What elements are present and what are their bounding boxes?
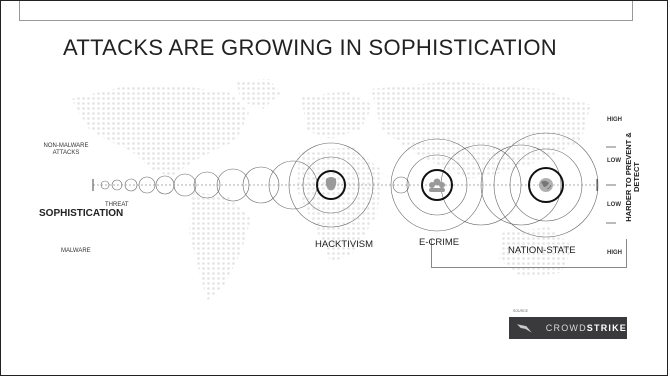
growth-circle [173, 173, 197, 197]
slide-title: ATTACKS ARE GROWING IN SOPHISTICATION [63, 35, 557, 60]
growth-circle [392, 176, 410, 194]
growth-circle [406, 154, 468, 216]
hacktivism-label: HACKTIVISM [315, 239, 374, 250]
wordmark-bold: STRIKE [586, 323, 627, 333]
growth-circle [288, 142, 374, 228]
source-label: SOURCE [513, 309, 528, 313]
wordmark-light: CROWD [545, 323, 587, 333]
ecrime-highlight-circle [421, 169, 453, 201]
axis-title-harder-to-prevent: HARDER TO PREVENT & DETECT [624, 132, 641, 222]
sophistication-label: SOPHISTICATION [39, 208, 124, 219]
growth-circle [100, 180, 110, 190]
threat-label: THREAT [105, 202, 129, 208]
growth-circle [242, 166, 280, 204]
non-malware-attacks-label: NON-MALWARE ATTACKS [43, 143, 89, 156]
mask-icon [325, 177, 337, 191]
ecrime-label: E-CRIME [419, 237, 460, 248]
scale-high-bottom: HIGH [607, 250, 622, 256]
growth-circle [111, 179, 123, 191]
growth-circle [480, 144, 562, 226]
globe-icon [539, 178, 553, 192]
growth-circle [124, 178, 138, 192]
nation-state-highlight-circle [528, 167, 564, 203]
growth-circle [509, 148, 583, 222]
crowdstrike-wordmark: CROWDSTRIKE [546, 323, 627, 333]
growth-circle [193, 171, 221, 199]
crowdstrike-logo: CROWDSTRIKE [509, 317, 627, 339]
scale-high-top: HIGH [607, 117, 622, 123]
hacktivism-highlight-circle [316, 170, 346, 200]
scale-low-lower: LOW [607, 202, 621, 208]
falcon-icon [517, 324, 532, 333]
nation-state-label: NATION-STATE [508, 245, 576, 256]
nation-state-box [431, 239, 627, 268]
growth-circle [216, 168, 250, 202]
top-frame [19, 1, 633, 21]
malware-label: MALWARE [61, 248, 91, 254]
growth-circle [302, 156, 360, 214]
growth-circle [138, 176, 156, 194]
growth-circle [493, 132, 599, 238]
scale-low-upper: LOW [607, 158, 621, 164]
growth-circle [390, 138, 484, 232]
hacker-group-icon [429, 178, 445, 192]
